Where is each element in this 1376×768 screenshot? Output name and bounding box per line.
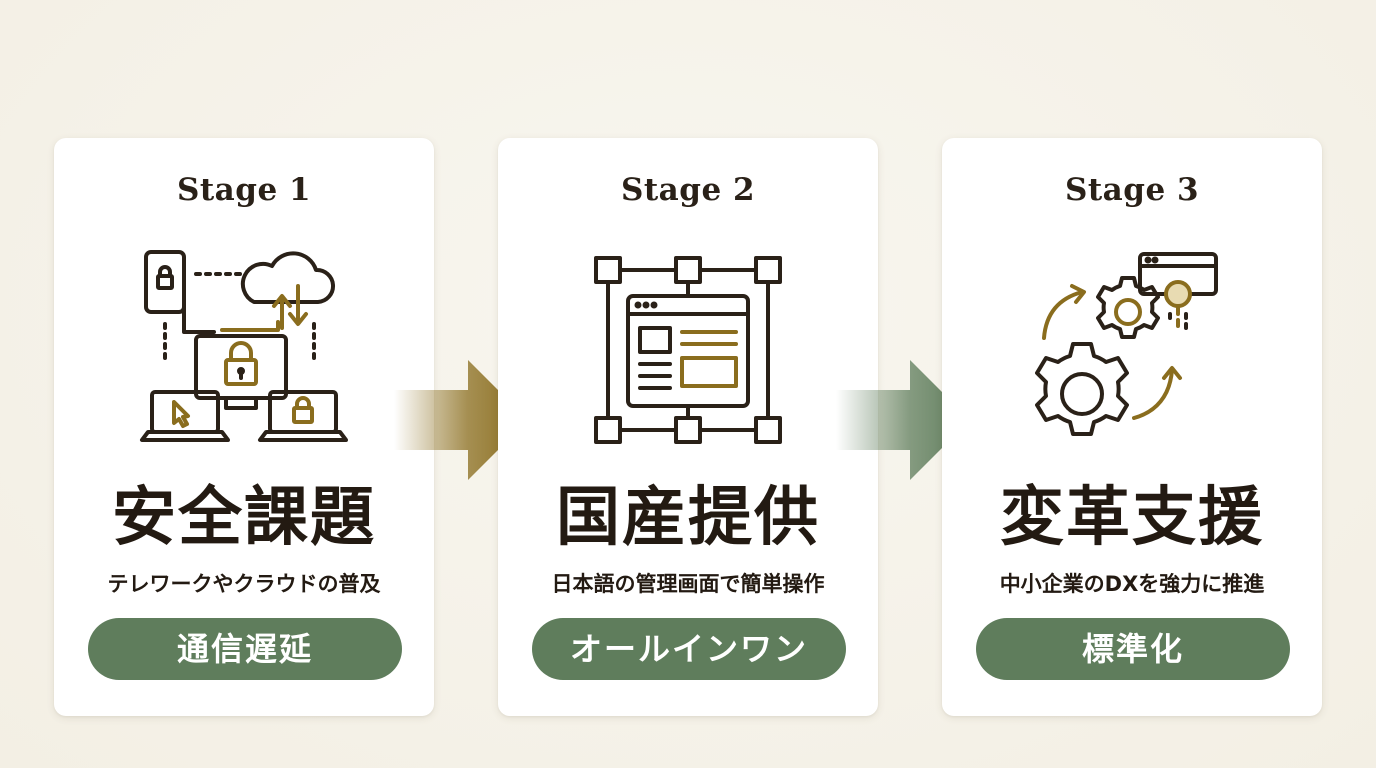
subtitle: 中小企業のDXを強力に推進 <box>999 572 1265 596</box>
gears-transformation-icon <box>1022 240 1242 460</box>
stage-card-3: Stage 3 <box>942 138 1322 716</box>
pill-tag[interactable]: 通信遅延 <box>88 618 402 680</box>
stage-label: Stage 3 <box>1064 172 1200 208</box>
right-arrow-icon <box>394 360 534 480</box>
main-title: 変革支援 <box>1000 480 1264 555</box>
network-security-icon <box>134 240 354 460</box>
main-title: 国産提供 <box>556 480 820 555</box>
stage-label: Stage 2 <box>620 172 756 208</box>
stage-card-1: Stage 1 <box>54 138 434 716</box>
admin-dashboard-icon <box>578 240 798 460</box>
stage-card-2: Stage 2 <box>498 138 878 716</box>
subtitle: テレワークやクラウドの普及 <box>107 572 381 596</box>
main-title: 安全課題 <box>112 480 376 555</box>
stage-label: Stage 1 <box>176 172 312 208</box>
subtitle: 日本語の管理画面で簡単操作 <box>551 572 825 596</box>
right-arrow-icon <box>836 360 976 480</box>
pill-tag[interactable]: 標準化 <box>976 618 1290 680</box>
pill-tag[interactable]: オールインワン <box>532 618 846 680</box>
